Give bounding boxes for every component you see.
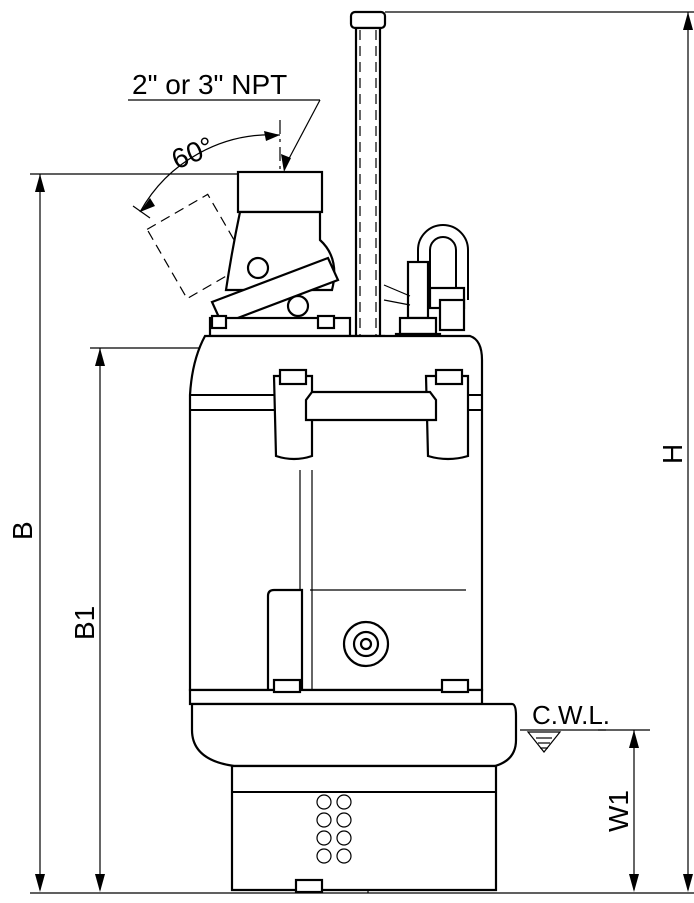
- strainer-holes: [316, 794, 352, 864]
- volute: [190, 702, 518, 768]
- cwl-label: C.W.L.: [532, 700, 610, 730]
- dim-b-arrow-top: [35, 174, 45, 192]
- dim-h-arrow-bottom: [683, 874, 693, 892]
- angle-arrow-right: [264, 131, 280, 141]
- discharge-nozzle: [236, 170, 324, 214]
- discharge-size-label: 2" or 3" NPT: [132, 69, 287, 100]
- lug-right: [424, 374, 470, 461]
- npt-leader-arrow: [281, 154, 291, 172]
- b1-label: B1: [69, 606, 100, 640]
- dim-w1-arrow-bottom: [629, 874, 639, 892]
- labels: 2" or 3" NPT 60° B B1 H C.W.L. W1: [7, 69, 688, 832]
- discharge-casing: [146, 170, 352, 338]
- dim-b1-arrow-bottom: [95, 874, 105, 892]
- angle-label: 60°: [167, 131, 218, 176]
- angle-arrow-left: [140, 198, 155, 212]
- dim-b-arrow-bottom: [35, 874, 45, 892]
- angle-arc: [139, 134, 281, 213]
- pump-casing: [190, 702, 518, 894]
- shackle: [383, 224, 469, 356]
- strainer-stand: [230, 764, 498, 892]
- dim-h-arrow-top: [683, 12, 693, 30]
- dimension-lines: [30, 11, 694, 894]
- npt-leader-line: [283, 99, 321, 169]
- lift-handle: [349, 10, 387, 356]
- dim-b1-arrow-top: [95, 348, 105, 366]
- dim-w1-arrow-top: [629, 730, 639, 748]
- b-label: B: [7, 521, 38, 540]
- motor-body: [188, 334, 484, 706]
- lug-left: [272, 374, 314, 461]
- w1-label: W1: [603, 790, 634, 832]
- h-label: H: [657, 444, 688, 464]
- cwl-triangle: [526, 731, 562, 753]
